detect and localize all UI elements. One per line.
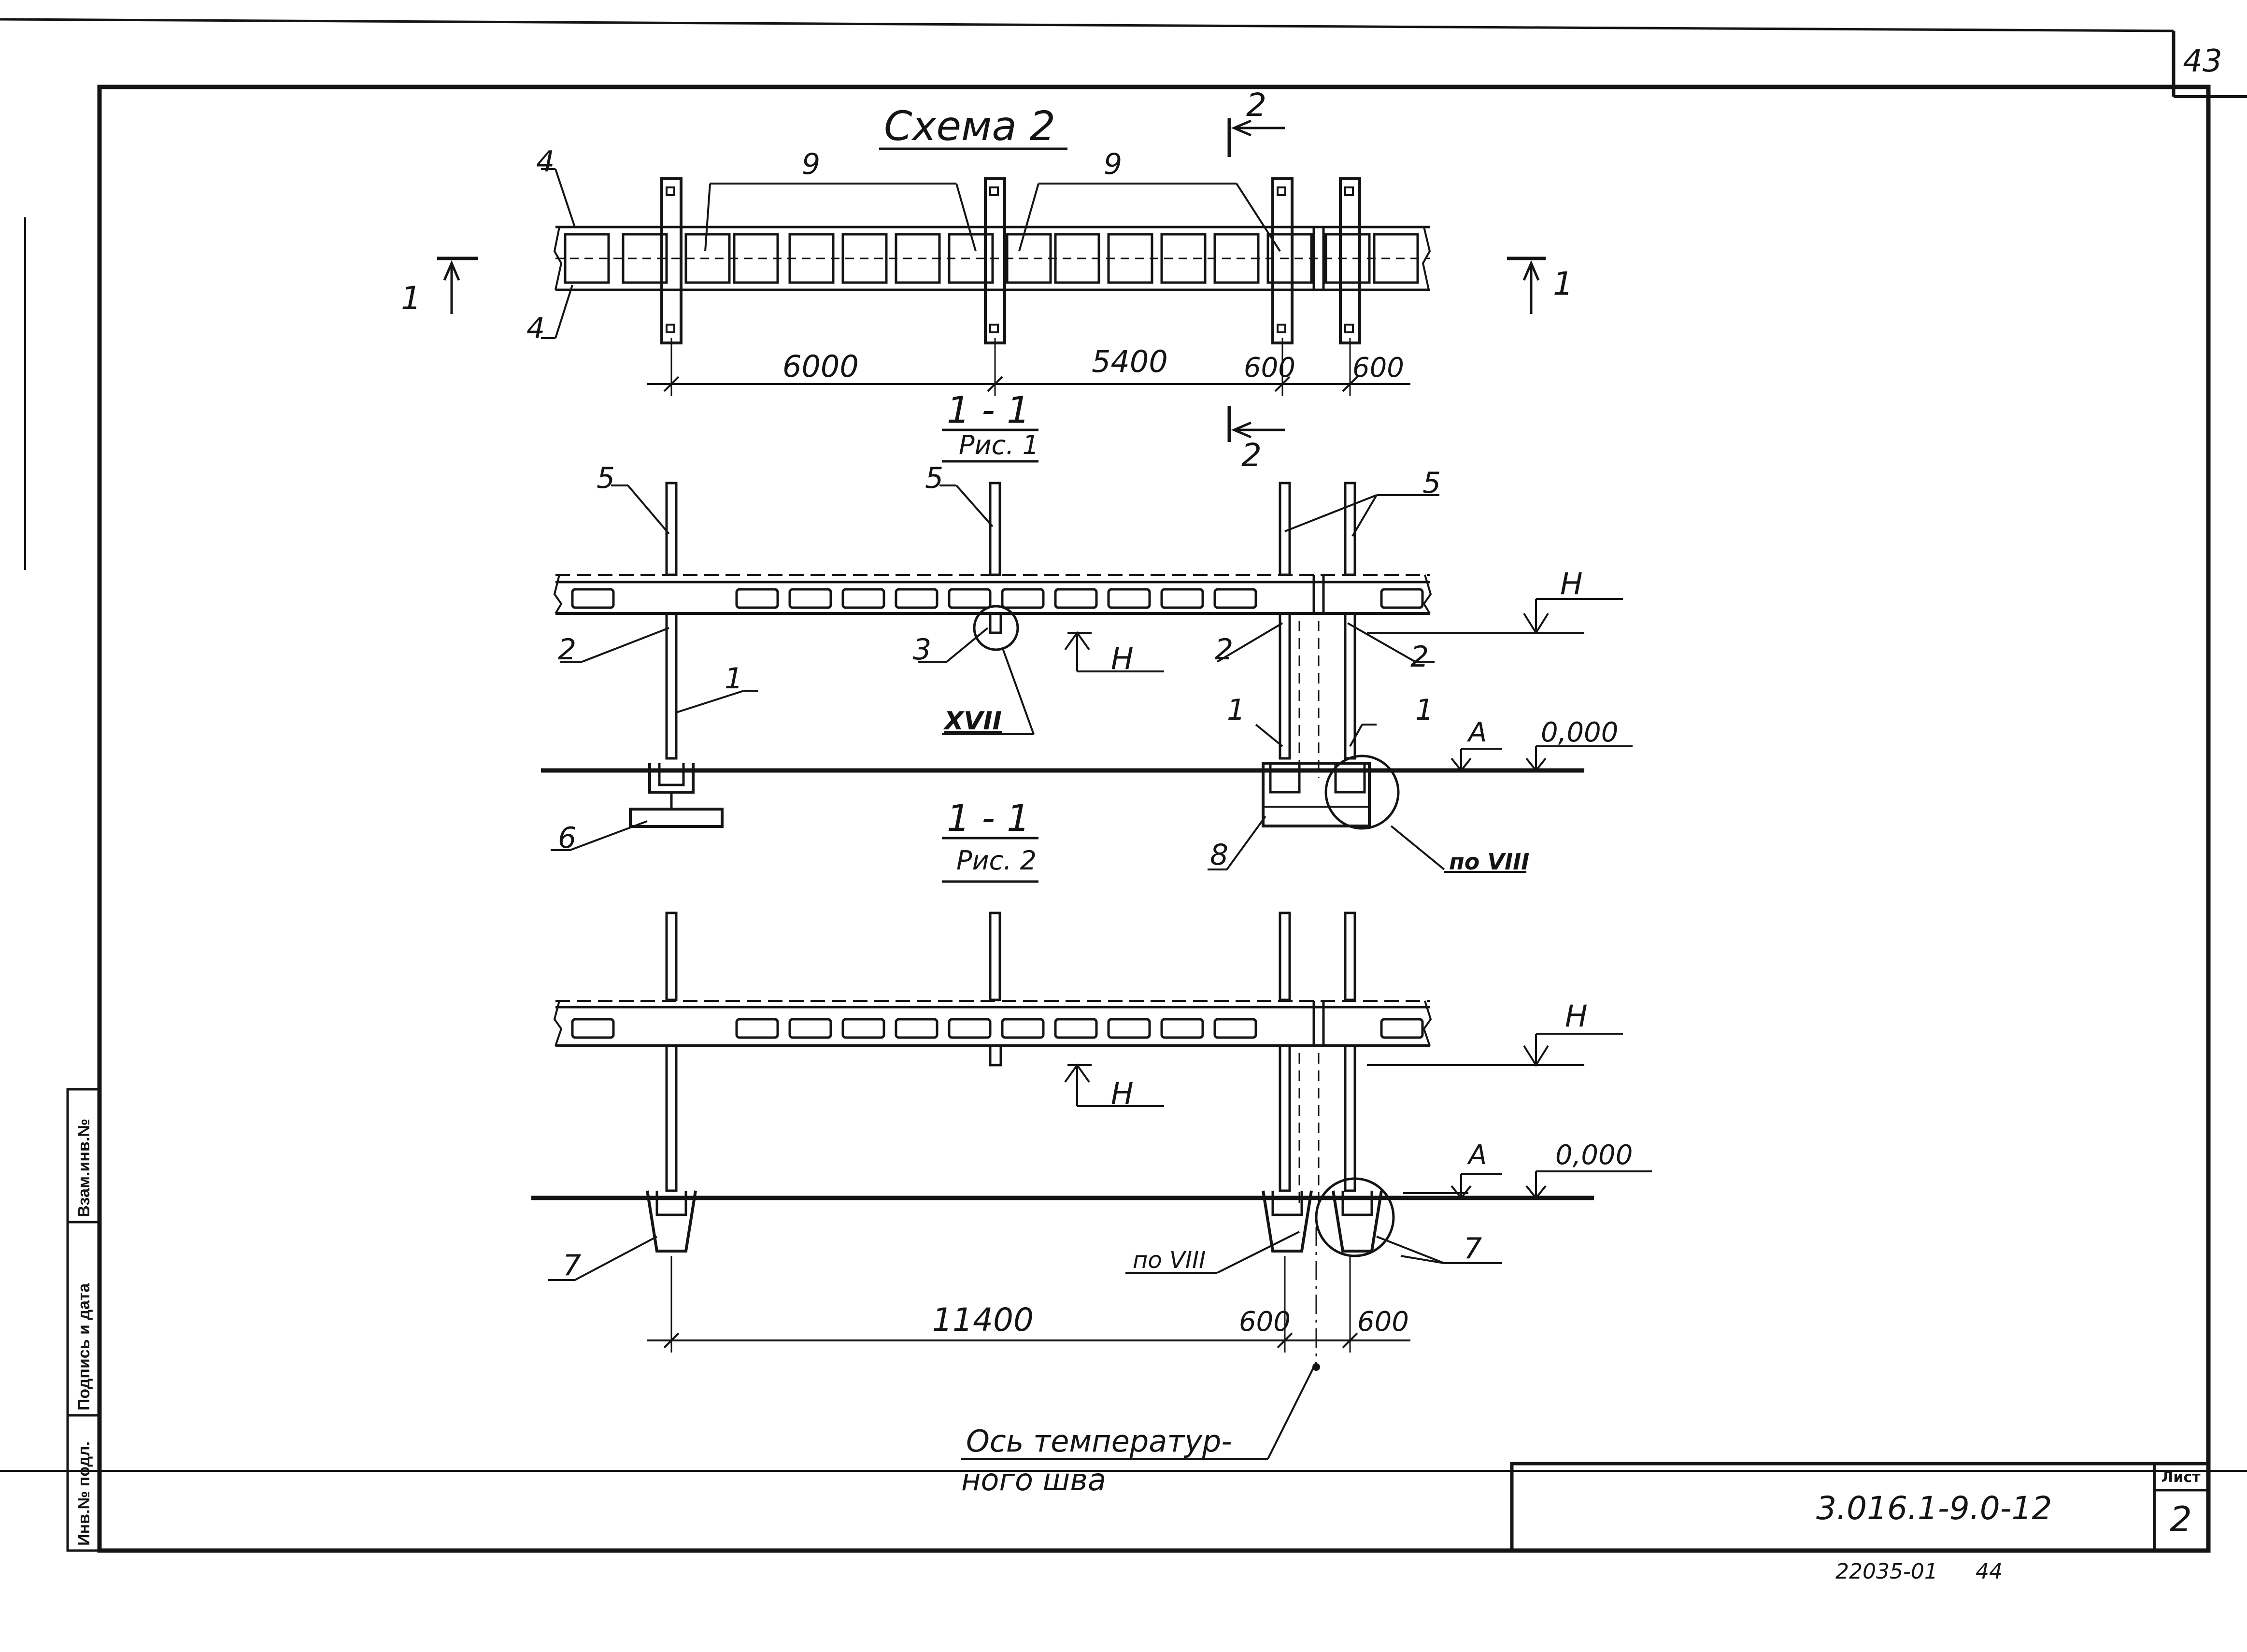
section2-leaders <box>548 1231 1502 1281</box>
s2-dim-11400: 11400 <box>932 1301 1034 1339</box>
plan-dim-6000: 6000 <box>782 349 859 384</box>
plan-cells <box>564 233 1419 284</box>
s1-level-h-mid: H <box>1111 641 1134 676</box>
plan-label-4-bottom: 4 <box>526 312 545 345</box>
section1-columns <box>665 482 1356 778</box>
side-stamp <box>66 1088 102 1552</box>
section2-ground <box>531 1177 1594 1257</box>
section2-levels <box>1064 1033 1652 1200</box>
temperature-joint-axis <box>961 1227 1320 1460</box>
s2-label-7-b: 7 <box>1464 1232 1482 1266</box>
plan-label-9-left: 9 <box>802 147 820 181</box>
s2-level-h-right: H <box>1565 998 1588 1034</box>
section2-columns <box>665 911 1356 1208</box>
stamp-signature-date: Подпись и дата <box>75 1282 93 1410</box>
section1-title: 1 - 1 <box>947 388 1030 431</box>
axis-note-line2: ного шва <box>961 1462 1106 1497</box>
section2-sub: Рис. 2 <box>956 845 1037 876</box>
s1-label-8: 8 <box>1210 838 1228 872</box>
s1-label-5-c: 5 <box>1422 466 1441 500</box>
node-viii-b: по VIII <box>1133 1247 1206 1274</box>
sheet-frame <box>0 18 2247 1553</box>
axis-note-line1: Ось температур- <box>966 1424 1232 1459</box>
s1-label-5-a: 5 <box>597 461 615 495</box>
s1-label-1-a: 1 <box>725 662 743 696</box>
section1-sub: Рис. 1 <box>959 430 1039 460</box>
s1-label-1-c: 1 <box>1415 693 1434 727</box>
s1-label-3: 3 <box>913 633 931 667</box>
section1-ground <box>541 605 1584 830</box>
s2-level-zero: 0,000 <box>1555 1139 1633 1171</box>
cut-2-bottom: 2 <box>1241 437 1262 474</box>
sheet-number: 2 <box>2170 1499 2192 1539</box>
plan-label-9-right: 9 <box>1104 147 1122 181</box>
s2-dim-600-a: 600 <box>1239 1306 1291 1338</box>
plan-label-4-top: 4 <box>536 145 555 179</box>
s1-label-1-b: 1 <box>1227 693 1245 727</box>
s1-level-a: A <box>1467 717 1487 748</box>
archive-copy: 44 <box>1976 1559 2003 1584</box>
s2-label-7-a: 7 <box>563 1249 581 1282</box>
node-xvii: XVII <box>943 707 1002 736</box>
section1-levels <box>1064 598 1633 772</box>
plan-dim-5400: 5400 <box>1092 344 1168 379</box>
node-viii-a: по VIII <box>1449 849 1529 875</box>
plan-leaders <box>541 168 1281 339</box>
s2-dim-600-b: 600 <box>1357 1306 1409 1338</box>
plan-title: Схема 2 <box>884 102 1055 150</box>
cut-1-left: 1 <box>401 280 421 317</box>
cut-1-right: 1 <box>1553 265 1573 302</box>
s1-level-zero: 0,000 <box>1541 717 1618 748</box>
s1-label-2-a: 2 <box>558 633 576 667</box>
s1-level-h-right: H <box>1560 566 1583 601</box>
section2-dimension-line <box>647 1256 1410 1353</box>
page-corner-number: 43 <box>2183 43 2222 79</box>
title-block <box>1510 1462 2210 1552</box>
s1-label-2-c: 2 <box>1410 640 1429 674</box>
plan-dim-600-a: 600 <box>1244 352 1295 384</box>
document-code: 3.016.1-9.0-12 <box>1816 1490 2052 1527</box>
section1-leaders <box>551 484 1445 870</box>
s1-label-5-b: 5 <box>925 461 943 495</box>
plan-columns <box>660 177 1361 344</box>
cut-2-top: 2 <box>1246 86 1266 124</box>
s1-label-2-b: 2 <box>1215 633 1233 667</box>
stamp-replace-inv: Взам.инв.№ <box>75 1119 93 1217</box>
plan-dimension-line <box>647 338 1410 396</box>
cut-markers <box>437 118 1546 442</box>
stamp-inv-no: Инв.№ подл. <box>75 1441 93 1546</box>
plan-dim-600-b: 600 <box>1352 352 1404 384</box>
archive-number: 22035-01 <box>1835 1559 1938 1584</box>
sheet-label: Лист <box>2161 1469 2201 1486</box>
s2-level-h-mid: H <box>1111 1076 1134 1111</box>
s2-level-a: A <box>1467 1139 1487 1171</box>
section2-title: 1 - 1 <box>947 797 1030 840</box>
s1-label-6: 6 <box>558 821 576 855</box>
